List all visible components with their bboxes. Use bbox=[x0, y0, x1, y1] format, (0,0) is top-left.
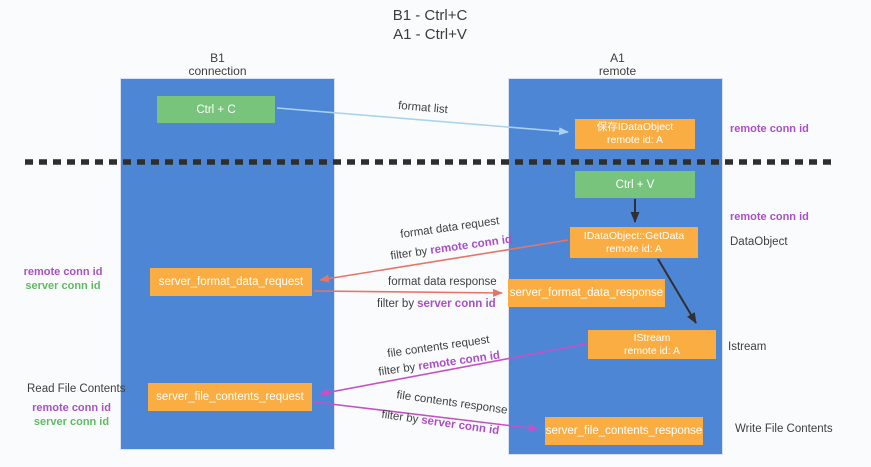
bottom-remote-conn-id-label: remote conn id bbox=[32, 402, 111, 414]
lane-a1-title: A1 bbox=[610, 51, 625, 65]
istream-line1: IStream bbox=[633, 331, 671, 344]
idataobject-getdata-node: IDataObject::GetData remote id: A bbox=[570, 227, 698, 258]
server-file-contents-request-node: server_file_contents_request bbox=[148, 383, 312, 411]
ctrl-v-label: Ctrl + V bbox=[615, 178, 655, 191]
idataobject-getdata-line2: remote id: A bbox=[605, 242, 663, 255]
server-conn-id-text: server conn id bbox=[420, 414, 500, 438]
istream-side-label: Istream bbox=[728, 341, 767, 353]
server-file-contents-response-label: server_file_contents_response bbox=[545, 425, 703, 437]
lane-b1-title: B1 bbox=[210, 51, 225, 65]
server-format-data-request-label: server_format_data_request bbox=[158, 276, 304, 288]
lane-b1-subtitle: connection bbox=[188, 64, 247, 78]
diagram-title-line1: B1 - Ctrl+C bbox=[392, 7, 468, 24]
filter-by-text: filter by bbox=[380, 408, 420, 426]
save-idataobject-node: 保存IDataObject remote id: A bbox=[575, 119, 695, 149]
write-file-contents-label: Write File Contents bbox=[735, 423, 833, 435]
filter-by-text: filter by bbox=[389, 245, 429, 263]
lane-header-b1: B1 connection bbox=[150, 52, 285, 78]
save-idataobject-line2: remote id: A bbox=[606, 134, 664, 146]
format-list-label: format list bbox=[397, 99, 449, 117]
format-data-response-label: format data response bbox=[388, 276, 497, 288]
diagram-title-line2: A1 - Ctrl+V bbox=[393, 26, 467, 43]
dataobject-label: DataObject bbox=[730, 236, 788, 248]
lane-header-a1: A1 remote bbox=[550, 52, 685, 78]
remote-conn-id-text: remote conn id bbox=[429, 233, 513, 257]
diagram-title: B1 - Ctrl+C A1 - Ctrl+V bbox=[350, 6, 510, 44]
save-idataobject-line1: 保存IDataObject bbox=[596, 121, 674, 133]
bottom-server-conn-id-label: server conn id bbox=[33, 416, 110, 428]
left-conn-id-stack: remote conn id server conn id bbox=[18, 265, 108, 293]
istream-line2: remote id: A bbox=[623, 344, 681, 357]
remote-conn-id-mid-label: remote conn id bbox=[730, 211, 809, 223]
filter-by-text: filter by bbox=[377, 361, 417, 379]
server-format-data-response-node: server_format_data_response bbox=[508, 279, 665, 307]
read-file-contents-label: Read File Contents bbox=[27, 383, 126, 395]
filter-by-text: filter by bbox=[377, 298, 415, 310]
idataobject-getdata-line1: IDataObject::GetData bbox=[583, 229, 685, 242]
server-file-contents-request-label: server_file_contents_request bbox=[156, 391, 304, 403]
format-data-response-arrow bbox=[313, 288, 503, 297]
ctrl-c-node: Ctrl + C bbox=[157, 96, 275, 123]
remote-conn-id-top-label: remote conn id bbox=[730, 123, 809, 135]
ctrl-c-label: Ctrl + C bbox=[196, 103, 236, 116]
server-format-data-request-node: server_format_data_request bbox=[150, 268, 312, 296]
ctrl-v-node: Ctrl + V bbox=[575, 171, 695, 198]
left-server-conn-id-label: server conn id bbox=[25, 280, 101, 292]
left-remote-conn-id-label: remote conn id bbox=[23, 266, 103, 278]
server-format-data-response-label: server_format_data_response bbox=[509, 287, 664, 299]
bottom-conn-id-stack: remote conn id server conn id bbox=[24, 401, 119, 429]
server-file-contents-response-node: server_file_contents_response bbox=[545, 417, 703, 445]
server-conn-id-text: server conn id bbox=[417, 298, 496, 310]
lane-a1-subtitle: remote bbox=[598, 64, 637, 78]
istream-node: IStream remote id: A bbox=[588, 330, 716, 359]
